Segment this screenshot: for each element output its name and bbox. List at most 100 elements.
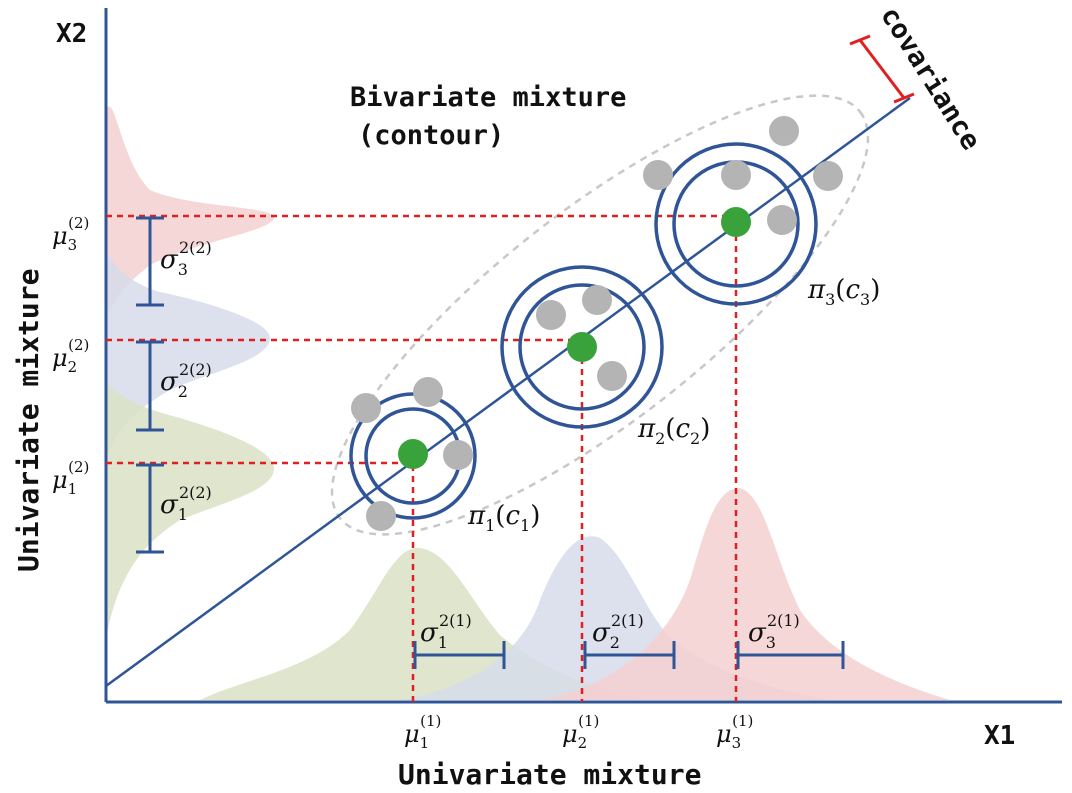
contour-label-line2: (contour) (358, 120, 504, 151)
subscript: 3 (825, 290, 835, 309)
sigma-symbol: σ (160, 367, 179, 397)
sample-dot (536, 300, 566, 330)
subscript: 3 (68, 236, 78, 254)
subscript: 3 (732, 734, 742, 752)
covariance-bar (858, 39, 906, 99)
superscript: 2(2) (179, 360, 212, 379)
pi-labels: π1(c1) π2(c2) π3(c3) (467, 275, 880, 535)
sigma1-3-label: σ3 2(1) (748, 611, 800, 652)
sigma-symbol: σ (748, 618, 767, 648)
superscript: (1) (732, 712, 753, 730)
subscript: 3 (860, 290, 870, 309)
sample-dot (366, 501, 396, 531)
paren: ( (495, 501, 505, 531)
x-mu-labels: μ1(1) μ2(1) μ3(1) (404, 712, 753, 752)
sigma-symbol: σ (420, 618, 439, 648)
superscript: (1) (578, 712, 599, 730)
paren: ) (870, 275, 880, 305)
y-density-3 (106, 106, 275, 320)
sigma2-1-label: σ1 2(2) (160, 483, 212, 524)
paren: ) (700, 414, 710, 444)
contour-ring-1-outer (349, 392, 477, 520)
paren: ( (835, 275, 845, 305)
subscript: 1 (438, 633, 448, 652)
covariance-cap (893, 92, 915, 104)
subscript: 1 (520, 516, 530, 535)
sigma-symbol: σ (160, 490, 179, 520)
mu-symbol: μ (52, 466, 68, 494)
sample-dot (813, 161, 843, 191)
mu2-3-label: μ3 (2) (52, 214, 89, 254)
mean-dot-3 (721, 207, 751, 237)
superscript: (2) (68, 214, 89, 232)
x-axis-title: Univariate mixture (398, 758, 701, 791)
sample-dot (769, 116, 799, 146)
subscript: 1 (178, 505, 188, 524)
mu1-1-label: μ1(1) (404, 712, 441, 752)
y-density-1 (106, 380, 274, 640)
paren: ) (530, 501, 540, 531)
superscript: 2(2) (179, 238, 212, 257)
subscript: 2 (610, 633, 620, 652)
x1-axis-label: X1 (984, 721, 1015, 751)
mu-symbol: μ (52, 222, 68, 250)
superscript: (1) (420, 712, 441, 730)
pi2-label: π2(c2) (637, 414, 710, 448)
c-symbol: c (675, 414, 690, 444)
mu2-2-label: μ2(2) (52, 336, 89, 376)
sigma1-1-label: σ1 2(1) (420, 611, 472, 652)
y-sigma-labels: σ32(2) σ22(2) σ12(2) (160, 238, 212, 524)
subscript: 3 (178, 260, 188, 279)
superscript: (2) (68, 336, 89, 354)
superscript: 2(1) (611, 611, 644, 630)
y-density-2 (106, 250, 270, 460)
subscript: 2 (578, 734, 588, 752)
sample-dot (721, 160, 751, 190)
sigma1-2-label: σ22(1) (592, 611, 644, 652)
sample-dot (443, 440, 473, 470)
y-sigma-bars (136, 216, 164, 554)
mean-dot-1 (398, 439, 428, 469)
covariance-cap (849, 34, 871, 46)
mu1-2-label: μ2 (1) (562, 712, 599, 752)
c-symbol: c (845, 275, 860, 305)
mu-symbol: μ (716, 720, 732, 748)
contour-ring-2-outer (500, 265, 664, 429)
mu-symbol: μ (404, 720, 420, 748)
mean-dot-2 (567, 332, 597, 362)
sigma2-3-label: σ3 2(2) (160, 238, 212, 279)
subscript: 2 (690, 429, 700, 448)
superscript: 2(2) (179, 483, 212, 502)
sample-dot (351, 393, 381, 423)
subscript: 2 (655, 429, 665, 448)
contour-ring-2-inner (518, 283, 646, 411)
mu-symbol: μ (562, 720, 578, 748)
covariance-bracket (849, 34, 915, 104)
superscript: 2(1) (439, 611, 472, 630)
sample-dot (582, 285, 612, 315)
mu1-3-label: μ3 (1) (716, 712, 753, 752)
paren: ( (665, 414, 675, 444)
sample-dot (767, 205, 797, 235)
y-axis-title: Univariate mixture (12, 269, 45, 572)
x2-axis-label: X2 (56, 19, 87, 49)
subscript: 2 (68, 358, 78, 376)
bivariate-contour-ellipse (330, 94, 870, 536)
subscript: 2 (178, 382, 188, 401)
pi-symbol: π (637, 414, 656, 444)
x-density-2 (400, 536, 830, 700)
x-density-3 (540, 488, 950, 700)
superscript: 2(1) (767, 611, 800, 630)
sample-dot (643, 160, 673, 190)
sigma-symbol: σ (160, 245, 179, 275)
sample-dot (413, 377, 443, 407)
y-mu-labels: μ3(2) μ2(2) μ1(2) (52, 214, 89, 498)
pi-symbol: π (807, 275, 826, 305)
subscript: 3 (766, 633, 776, 652)
pi3-label: π3(c3) (807, 275, 880, 309)
diagonal-line (105, 96, 911, 688)
x-sigma-labels: σ12(1) σ22(1) σ32(1) (420, 611, 800, 652)
mean-dots (398, 207, 751, 469)
